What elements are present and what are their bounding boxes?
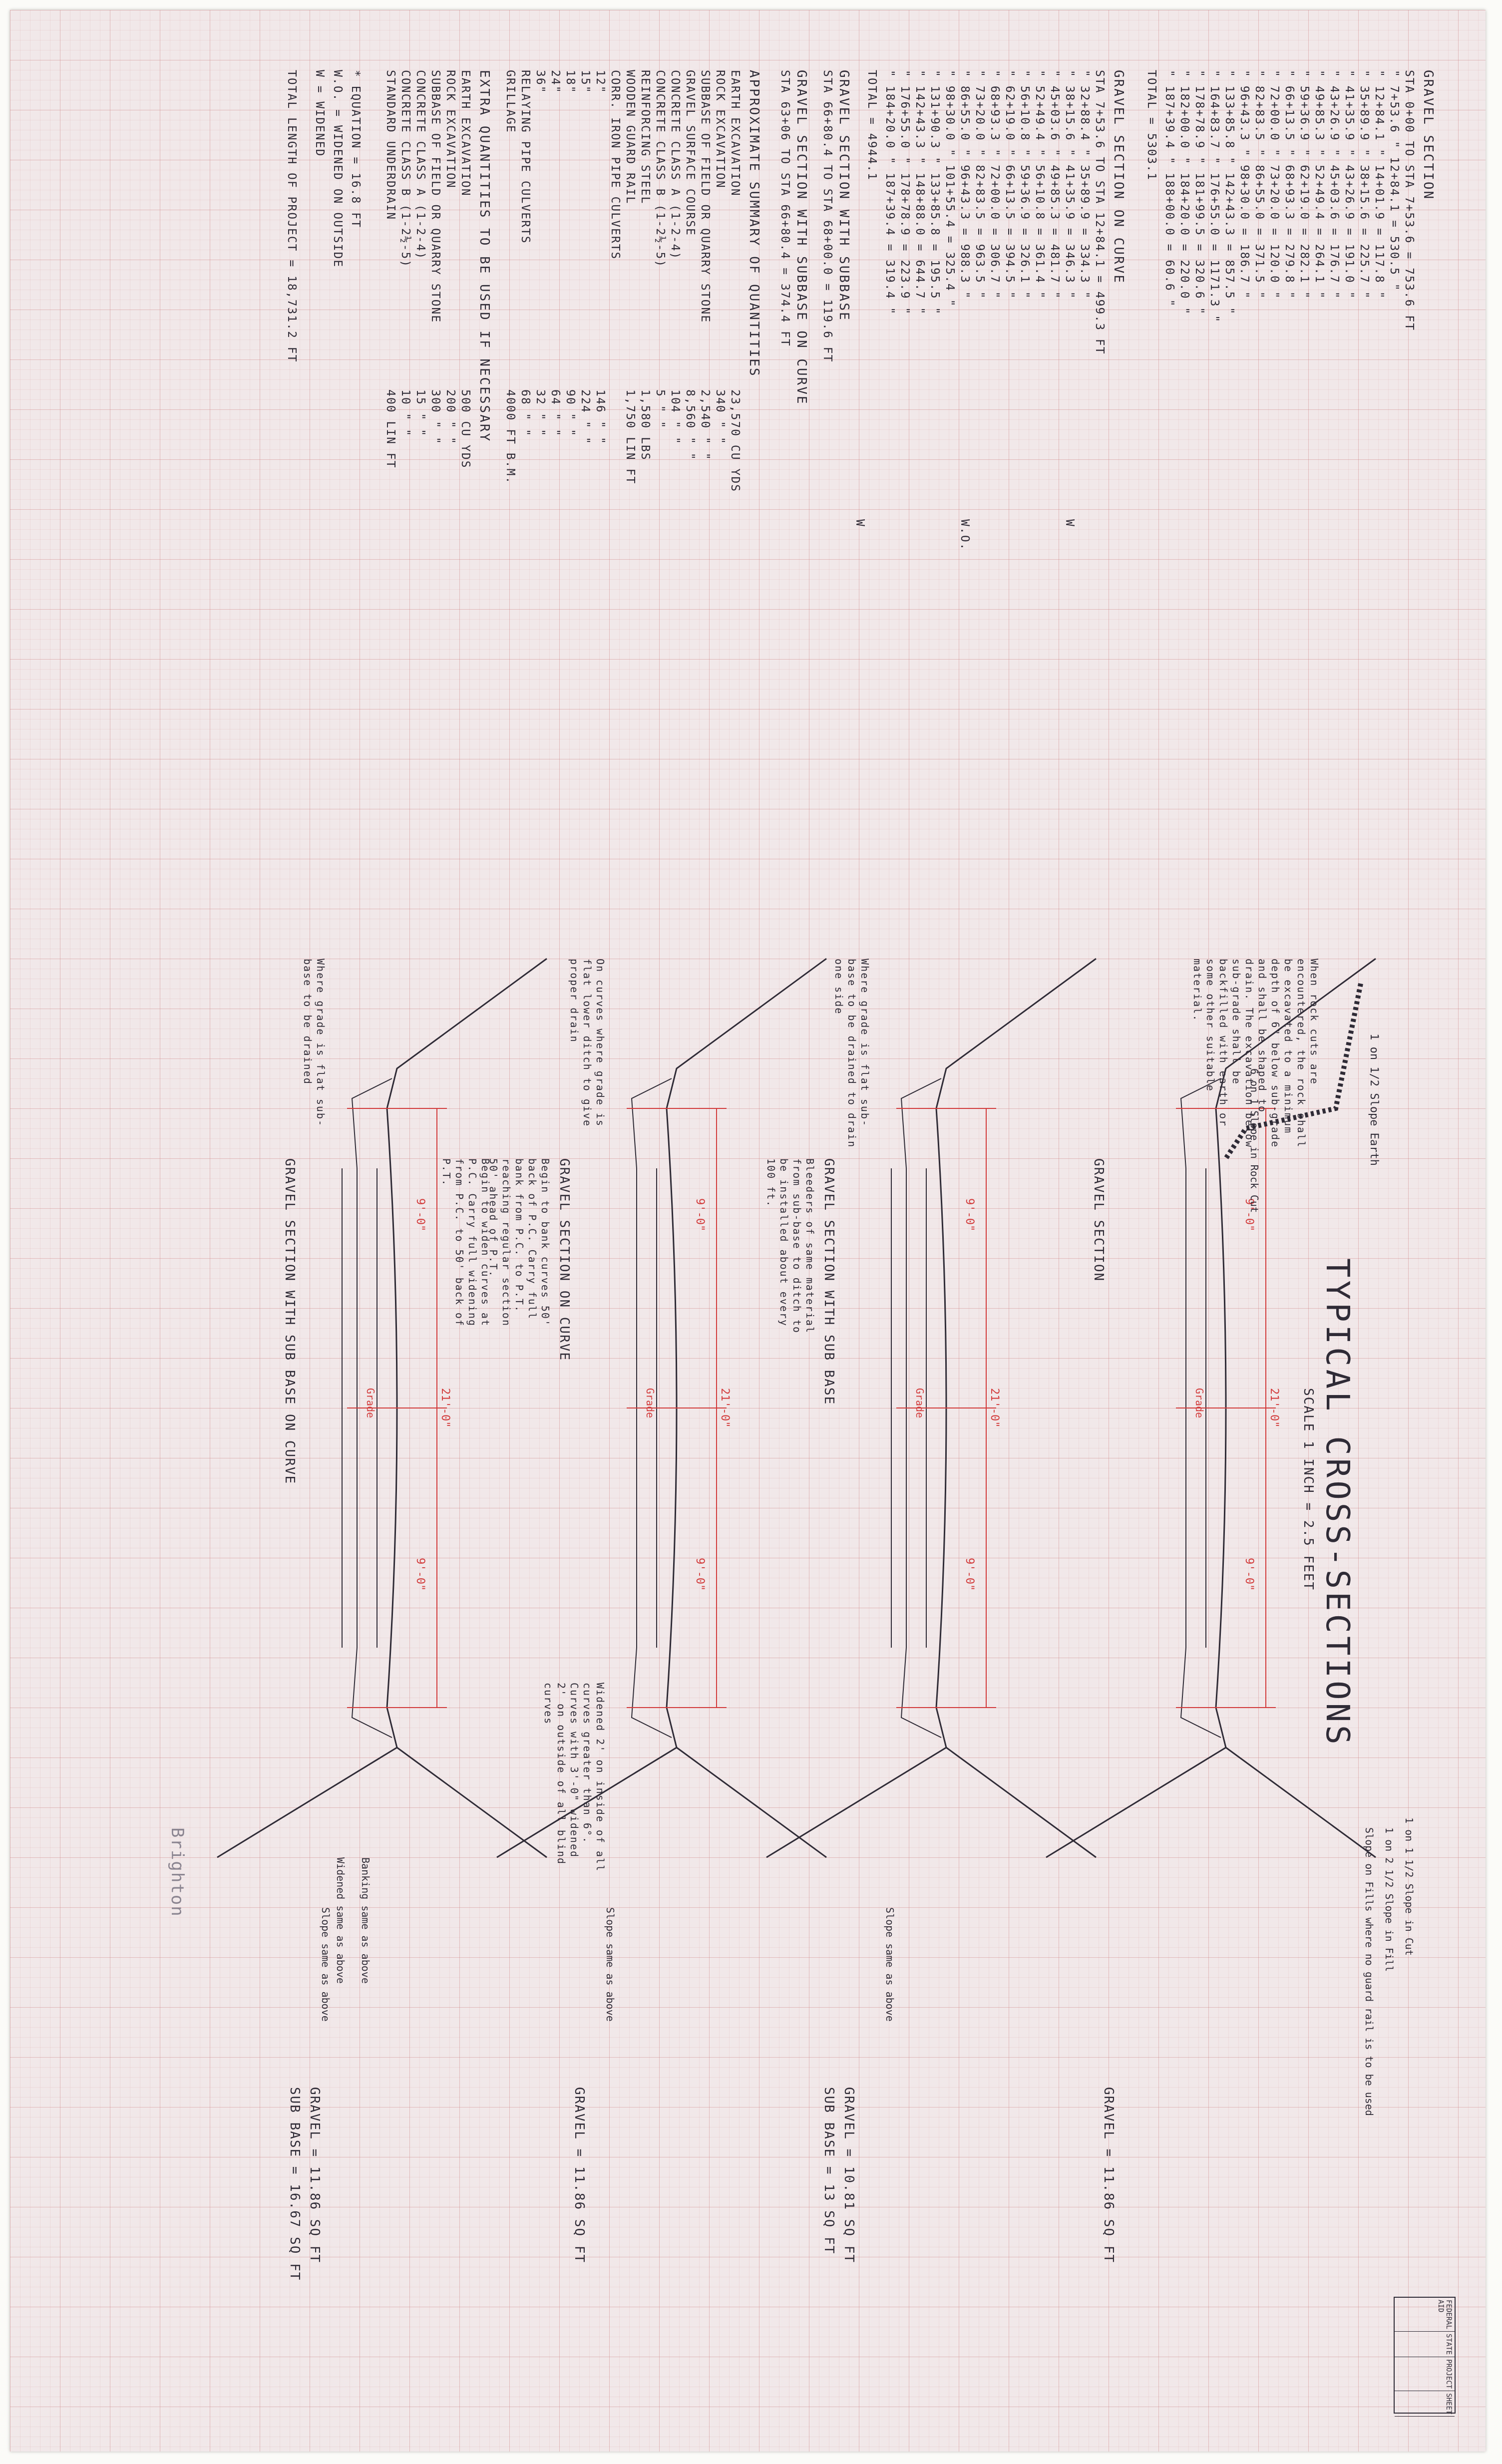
rotated-drawing: GRAVEL SECTION STA 0+00 TO STA 7+53.6 = … (10, 10, 1486, 2452)
left-ditch (1180, 1078, 1221, 1169)
right-slope (217, 1707, 398, 1858)
dimension-label: 9'-0" (1243, 1558, 1255, 1591)
right-slope (766, 1707, 947, 1858)
section-note: Where grade is flat sub-base to be drain… (833, 959, 871, 1148)
dimension-label: 21'-0" (988, 1388, 1001, 1427)
left-ditch (900, 1078, 942, 1169)
right-slope (1046, 1707, 1227, 1858)
left-ditch (351, 1078, 392, 1169)
dimension-label: 9'-0" (414, 1558, 426, 1591)
dimension-label: 9'-0" (694, 1198, 706, 1231)
dimension-label: 9'-0" (963, 1198, 976, 1231)
right-ditch (900, 1647, 942, 1738)
slope-label: Slope on Fills where no guard rail is to… (1363, 1827, 1375, 2116)
section-2-name: GRAVEL SECTION WITH SUB BASE (821, 1158, 836, 1406)
right-slope-fill (676, 1747, 827, 1858)
section-1-area: GRAVEL = 11.86 SQ FT (1101, 2087, 1116, 2264)
section-4-area-subbase: SUB BASE = 16.67 SQ FT (287, 2087, 302, 2281)
drawing-sheet: GRAVEL SECTION STA 0+00 TO STA 7+53.6 = … (10, 10, 1486, 2452)
grade-label: Grade (1193, 1388, 1205, 1418)
left-slope (386, 958, 547, 1109)
slope-label: Slope same as above (604, 1907, 616, 2022)
slope-label: Widened same as above (335, 1857, 347, 1984)
slope-label: Slope same as above (884, 1907, 896, 2022)
cross-sections-drawing: 21'-0" 9'-0" 9'-0" Grade 21'-0" 9'-0" 9'-0" Gra… (217, 958, 1415, 2116)
slope-label: Slope same as above (320, 1907, 332, 2022)
right-slope-fill (1225, 1747, 1376, 1858)
section-note: Begin to bank curves 50' back of P.C. Ca… (487, 1158, 551, 1327)
slope-label: 1 on 1/2 Slope Earth (1368, 1034, 1380, 1166)
dimension-label: 9'-0" (694, 1558, 706, 1591)
section-2-area-subbase: SUB BASE = 13 SQ FT (821, 2087, 836, 2255)
right-ditch (351, 1647, 392, 1738)
dimension-label: 9'-0" (963, 1558, 976, 1591)
dimension-ticks (1176, 1108, 1276, 1708)
section-4-area: GRAVEL = 11.86 SQ FT (307, 2087, 322, 2264)
left-ditch (631, 1078, 672, 1169)
section-note: Widened 2' on inside of all curves great… (542, 1683, 606, 1872)
dimension-ticks (627, 1108, 727, 1708)
dimension-label: 21'-0" (719, 1388, 731, 1427)
section-note: Begin to widen curves at P.C. Carry full… (440, 1158, 491, 1327)
right-slope-fill (396, 1747, 547, 1858)
section-note: On curves where grade is flat lower ditc… (568, 959, 606, 1127)
slope-label: 6 on 1 Slope in Rock Cut (1248, 1068, 1260, 1213)
section-note: Where grade is flat sub-base to be drain… (302, 959, 327, 1127)
right-ditch (1180, 1647, 1221, 1738)
left-slope (935, 958, 1097, 1109)
section-note: Bleeders of same material from sub-base … (765, 1158, 816, 1334)
left-slope (1215, 958, 1376, 1109)
dimension-label: 9'-0" (414, 1198, 426, 1231)
section-3-area: GRAVEL = 11.86 SQ FT (572, 2087, 587, 2264)
title-block-cell: SHEET (1395, 2391, 1455, 2417)
section-3-name: GRAVEL SECTION ON CURVE (557, 1158, 572, 1362)
slope-label: Banking same as above (360, 1857, 372, 1984)
margin-note: Brighton (167, 1827, 187, 1917)
dimension-label: 9'-0" (1243, 1198, 1255, 1231)
section-note: When rock cuts are encountered, the rock… (1191, 959, 1320, 1148)
right-slope-fill (946, 1747, 1097, 1858)
title-block-cell: STATE (1395, 2332, 1455, 2358)
right-ditch (631, 1647, 672, 1738)
dimension-label: 21'-0" (1268, 1388, 1280, 1427)
dimension-ticks (896, 1108, 996, 1708)
left-slope (666, 958, 827, 1109)
title-block-cell: FEDERAL AID (1395, 2298, 1455, 2332)
grade-label: Grade (914, 1388, 926, 1418)
grade-label: Grade (365, 1388, 376, 1418)
slope-label: 1 on 1 1/2 Slope in Cut (1403, 1817, 1415, 1956)
dimension-label: 21'-0" (439, 1388, 451, 1427)
grade-label: Grade (644, 1388, 656, 1418)
slope-label: 1 on 2 1/2 Slope in Fill (1383, 1827, 1395, 1972)
section-2-area: GRAVEL = 10.81 SQ FT (841, 2087, 856, 2264)
section-1-name: GRAVEL SECTION (1091, 1158, 1106, 1282)
title-block-cell: PROJECT (1395, 2357, 1455, 2392)
section-4-name: GRAVEL SECTION WITH SUB BASE ON CURVE (282, 1158, 297, 1485)
dimension-ticks (347, 1108, 447, 1708)
